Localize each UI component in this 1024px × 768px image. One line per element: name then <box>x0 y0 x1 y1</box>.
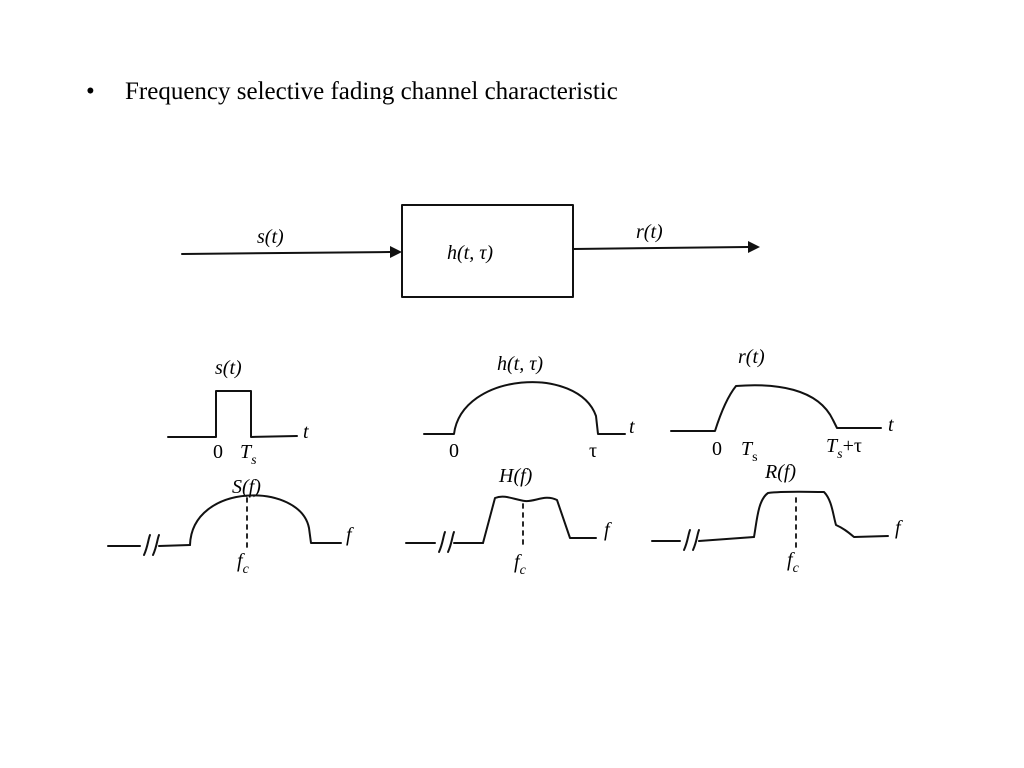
plot-H-f: H(f) f fc <box>405 465 612 578</box>
plot-S-f-axis: f <box>346 524 354 546</box>
plot-h-t-axis: t <box>629 416 635 438</box>
plot-h-t: h(t, τ) t 0 τ <box>423 353 635 462</box>
plot-r-t-tick-zero: 0 <box>712 438 722 460</box>
plot-r-t-tick-end-sub: s <box>837 447 843 462</box>
plot-h-t-tick-tau: τ <box>589 440 597 462</box>
plot-R-f-center-sub: c <box>793 561 800 576</box>
channel-box-label: h(t, τ) <box>447 242 493 264</box>
plot-h-t-curve <box>423 381 626 435</box>
plot-R-f-curve <box>753 490 889 538</box>
slide-title: Frequency selective fading channel chara… <box>125 78 618 105</box>
plot-S-f-center-main: f <box>237 550 245 572</box>
plot-s-t-tick-ts: Ts <box>240 441 257 468</box>
plot-S-f-break-left <box>107 534 191 556</box>
plot-S-f-center: fc <box>237 550 250 577</box>
input-arrowhead <box>390 246 402 258</box>
plot-r-t-tick-ts-main: T <box>741 438 754 460</box>
bullet-item: • Frequency selective fading channel char… <box>86 76 618 108</box>
plot-S-f-label: S(f) <box>232 476 261 498</box>
bullet-glyph: • <box>86 78 95 105</box>
plot-S-f-center-sub: c <box>243 562 250 577</box>
plot-H-f-curve <box>482 495 597 544</box>
plot-r-t-curve <box>670 384 882 432</box>
plot-H-f-center-main: f <box>514 551 522 573</box>
plot-S-f: S(f) f fc <box>107 476 354 577</box>
plot-R-f-break-left <box>651 529 755 551</box>
plot-s-t-label: s(t) <box>215 357 242 379</box>
output-signal-label: r(t) <box>636 221 663 243</box>
output-arrow-line <box>572 246 749 250</box>
input-signal-label: s(t) <box>257 226 284 248</box>
channel-box <box>401 204 574 298</box>
plot-H-f-label: H(f) <box>498 465 533 487</box>
plot-r-t-tick-end-suffix: +τ <box>843 435 862 457</box>
plot-H-f-center-sub: c <box>520 563 527 578</box>
input-arrow-line <box>181 251 391 255</box>
plot-r-t-tick-ts: Ts <box>741 438 758 465</box>
plot-R-f-center: fc <box>787 549 800 576</box>
plot-s-t-tick-ts-main: T <box>240 441 253 463</box>
plot-r-t-axis: t <box>888 414 894 436</box>
plot-r-t-label: r(t) <box>738 346 765 368</box>
plot-R-f-axis: f <box>895 517 903 539</box>
plot-S-f-curve <box>189 494 342 546</box>
plot-H-f-break-left <box>405 531 484 553</box>
plot-h-t-label: h(t, τ) <box>497 353 543 375</box>
plot-s-t-tick-zero: 0 <box>213 441 223 463</box>
output-arrowhead <box>748 241 760 253</box>
plot-H-f-axis: f <box>604 519 612 541</box>
block-diagram: s(t) h(t, τ) r(t) <box>181 204 760 298</box>
plot-s-t-curve <box>167 390 298 438</box>
plot-s-t: s(t) t 0 Ts <box>167 357 309 468</box>
plot-r-t-tick-ts-tau: Ts+τ <box>826 435 862 462</box>
plot-H-f-center: fc <box>514 551 527 578</box>
plot-s-t-tick-ts-sub: s <box>251 453 257 468</box>
plot-r-t-tick-ts-sub: s <box>752 450 757 465</box>
plot-r-t: r(t) t 0 Ts Ts+τ <box>670 346 894 465</box>
plot-h-t-tick-zero: 0 <box>449 440 459 462</box>
plot-R-f-label: R(f) <box>764 461 796 483</box>
plot-R-f-center-main: f <box>787 549 795 571</box>
plot-s-t-axis: t <box>303 421 309 443</box>
plot-r-t-tick-end-main: T <box>826 435 839 457</box>
plot-R-f: R(f) f fc <box>651 461 903 576</box>
